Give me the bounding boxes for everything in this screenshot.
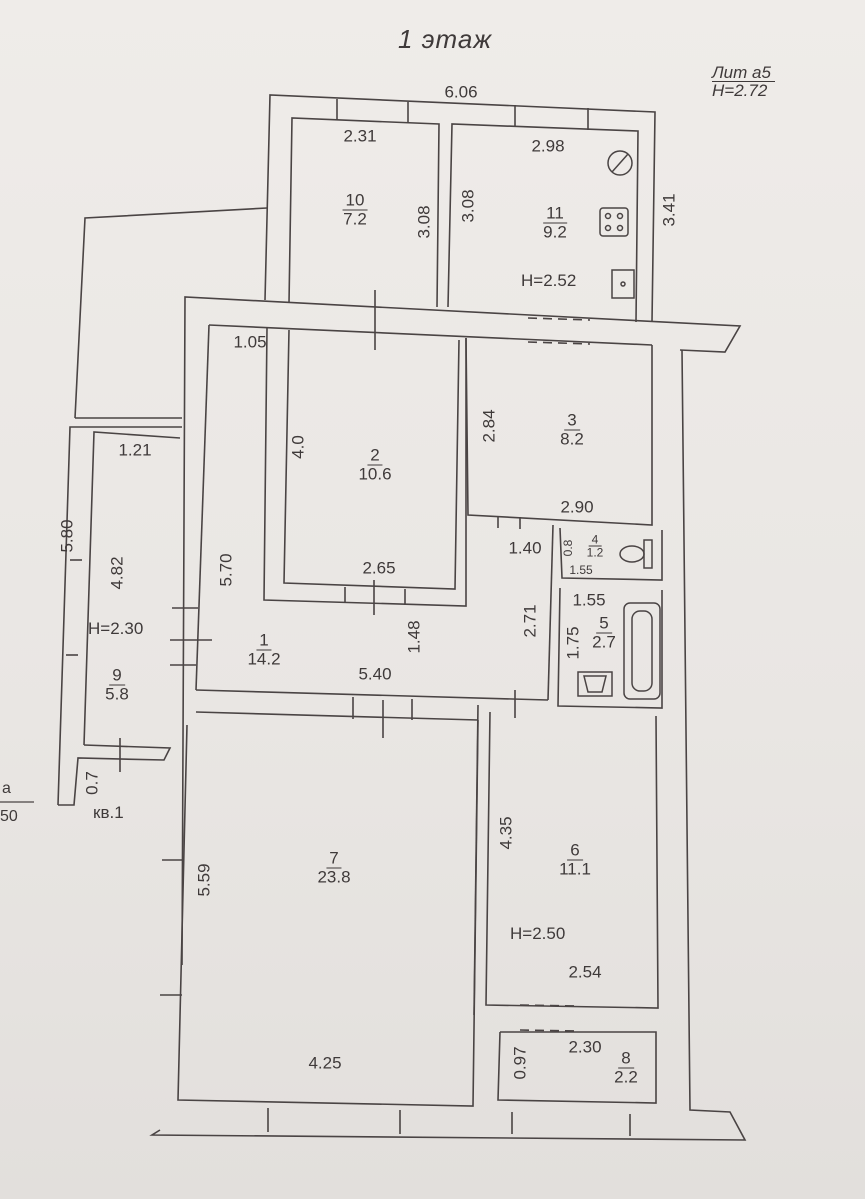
room11-inner-wall (447, 123, 639, 323)
dim-r9-depth: 4.82 (107, 556, 127, 590)
dim-r5-width: 1.55 (572, 590, 606, 610)
dim-r6-depth: 4.35 (496, 816, 516, 850)
kitchen-sink-icon (611, 269, 635, 299)
dim-r9-width: 1.21 (118, 440, 152, 460)
room9-bottom (58, 744, 172, 806)
room9-inner (83, 431, 181, 746)
dim-hall-width: 1.40 (508, 538, 542, 558)
dim-r11-depth: 3.08 (458, 189, 478, 223)
bathtub-icon (623, 602, 661, 700)
lit-block: Лит а5 H=2.72 (712, 64, 775, 99)
room8-wall (497, 1031, 657, 1104)
dim-corridor-top: 1.05 (233, 332, 267, 352)
dim-r7-width: 4.25 (308, 1053, 342, 1073)
dim-overall-right: 3.41 (659, 193, 679, 227)
kitchen-height: H=2.52 (521, 271, 577, 290)
dim-r8-depth: 0.97 (510, 1046, 530, 1080)
room8-opening (519, 1004, 576, 1007)
room7-outer (149, 349, 747, 1141)
dim-step: 0.7 (82, 771, 102, 795)
room6-height: H=2.50 (510, 924, 566, 943)
dim-r4-depth: 0.8 (561, 539, 575, 557)
edge-fragment-line (0, 801, 34, 803)
dim-r1-depth: 5.70 (216, 553, 236, 587)
room7-inner (177, 719, 479, 1107)
floor-title: 1 этаж (398, 24, 493, 54)
room2-inner (283, 329, 460, 590)
lit-height: H=2.72 (712, 81, 768, 100)
room4-box (559, 527, 663, 581)
toilet-icon (619, 539, 653, 569)
dim-r1-width: 5.40 (358, 664, 392, 684)
fixtures (577, 150, 661, 700)
hall-right-wall (547, 524, 554, 701)
room3-wall (465, 337, 653, 526)
room9-outer (57, 426, 182, 806)
dim-r10-depth: 3.08 (414, 205, 434, 239)
edge-fragment-top: а (2, 780, 11, 797)
kitchen-opening-2 (527, 341, 591, 345)
room1-bottom-wall (195, 689, 549, 701)
band-wall-outer (181, 296, 742, 966)
room2-outer (263, 327, 467, 607)
openings-dashed (519, 317, 591, 1032)
corridor-height: H=2.30 (88, 619, 144, 638)
room8-opening-2 (519, 1029, 576, 1032)
room5-box (557, 587, 663, 709)
dim-left-total: 5.80 (57, 519, 77, 553)
veranda-outer (74, 207, 268, 419)
dim-hall-depth: 2.71 (520, 604, 540, 638)
apartment-label: кв.1 (93, 803, 124, 822)
gas-meter-icon (607, 150, 633, 176)
edge-fragment-bottom: 50 (0, 808, 18, 825)
dim-r8-width: 2.30 (568, 1037, 602, 1057)
dim-r2-depth: 4.0 (288, 435, 308, 459)
top-block-outer-wall (264, 94, 656, 323)
room6-outer (473, 704, 479, 1016)
dim-r3-width: 2.90 (560, 497, 594, 517)
dim-r2-width: 2.65 (362, 558, 396, 578)
dim-r3-depth: 2.84 (479, 409, 499, 443)
stove-icon (599, 207, 629, 237)
wall-lines (57, 94, 747, 1141)
dim-overall-top: 6.06 (444, 82, 478, 102)
kitchen-opening (527, 317, 591, 321)
lit-name: Лит а5 (712, 64, 775, 82)
dim-r7-depth: 5.59 (194, 863, 214, 897)
dim-r10-width: 2.31 (343, 126, 377, 146)
top-block-inner-wall (288, 117, 440, 308)
washbasin-icon (577, 671, 613, 697)
dim-passage: 1.48 (404, 620, 424, 654)
dim-r11-width: 2.98 (531, 136, 565, 156)
room1-left-wall (195, 324, 210, 691)
dim-r6-width: 2.54 (568, 962, 602, 982)
band-wall-inner (208, 324, 653, 346)
dim-r4-width: 1.55 (569, 563, 593, 577)
room7-top-wall (195, 711, 479, 721)
dim-r5-depth: 1.75 (563, 626, 583, 660)
